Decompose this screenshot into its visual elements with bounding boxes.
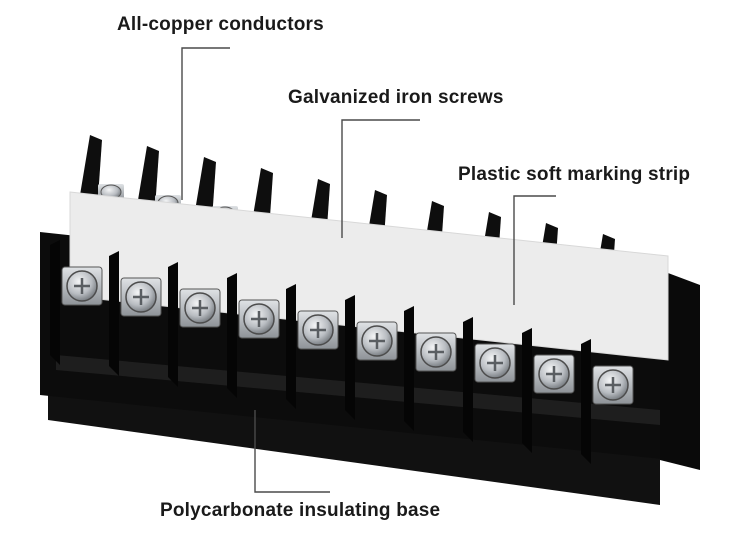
callout-label-copper-conductors: All-copper conductors	[117, 14, 324, 35]
front-divider	[50, 240, 60, 365]
screw-slot	[369, 333, 385, 349]
screw-slot	[605, 377, 621, 393]
back-divider-fin	[194, 157, 216, 220]
callout-label-insulating-base: Polycarbonate insulating base	[160, 500, 441, 521]
front-divider	[286, 284, 296, 409]
callout-label-marking-strip: Plastic soft marking strip	[458, 164, 691, 185]
screw-slot	[133, 289, 149, 305]
front-divider	[522, 328, 532, 453]
front-divider	[168, 262, 178, 387]
screw-slot	[310, 322, 326, 338]
marking-strip	[69, 191, 669, 361]
back-divider-fin	[80, 135, 102, 198]
screw-slot	[251, 311, 267, 327]
leader-lines	[181, 47, 556, 493]
screw-slot	[428, 344, 444, 360]
back-divider-fin	[137, 146, 159, 209]
front-divider	[109, 251, 119, 376]
leader-base	[254, 410, 330, 493]
front-divider	[345, 295, 355, 420]
front-terminal-row	[50, 240, 634, 464]
leader-strip	[513, 195, 556, 305]
screw-slot	[487, 355, 503, 371]
leader-copper	[181, 47, 230, 200]
screw-slot	[546, 366, 562, 382]
front-divider	[463, 317, 473, 442]
callout-label-galvanized-screws: Galvanized iron screws	[288, 87, 504, 108]
leader-screws	[341, 119, 420, 238]
front-divider	[227, 273, 237, 398]
screw-slot	[192, 300, 208, 316]
screw-slot	[74, 278, 90, 294]
front-divider	[581, 339, 591, 464]
front-divider	[404, 306, 414, 431]
